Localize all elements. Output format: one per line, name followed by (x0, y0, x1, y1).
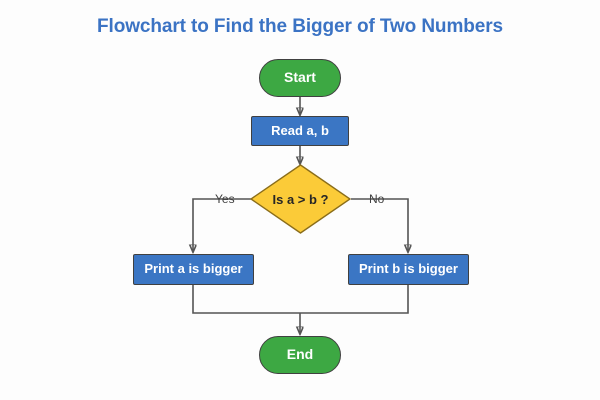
flow-node-print-b[interactable]: Print b is bigger (348, 254, 469, 285)
connector-no-to-print-b (351, 198, 408, 252)
connector-print-a-to-join (192, 285, 300, 314)
flow-node-read[interactable]: Read a, b (251, 116, 349, 146)
connector-yes-to-print-a (193, 198, 251, 252)
branch-label-no: No (369, 192, 385, 206)
connector-print-b-to-join (300, 285, 409, 314)
flow-node-decision-label: Is a > b ? (272, 191, 329, 207)
flow-node-decision[interactable]: Is a > b ? (250, 164, 351, 234)
branch-label-yes: Yes (215, 192, 235, 206)
flow-node-start[interactable]: Start (259, 59, 341, 97)
flow-node-print-a[interactable]: Print a is bigger (133, 254, 254, 285)
page-title: Flowchart to Find the Bigger of Two Numb… (97, 16, 503, 37)
diamond-icon (250, 164, 351, 234)
flow-node-end[interactable]: End (259, 336, 341, 374)
